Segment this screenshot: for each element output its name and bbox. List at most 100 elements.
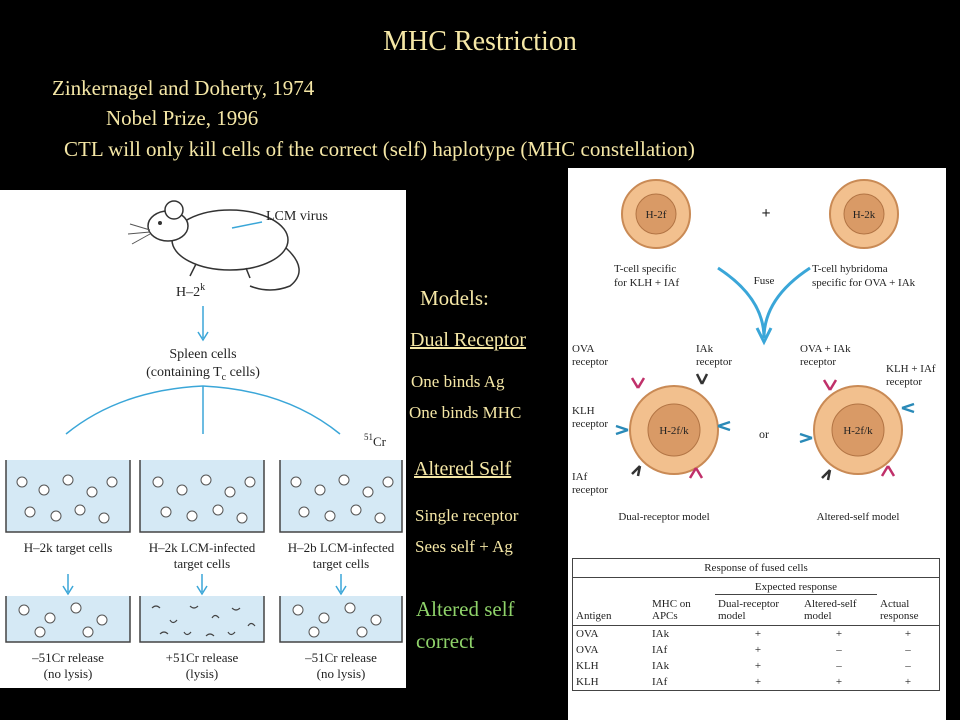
release-label: –51Cr release <box>31 650 104 665</box>
table-cell: KLH <box>576 660 599 672</box>
result-arrows <box>62 574 347 596</box>
well-label: target cells <box>174 556 230 571</box>
dual-receptor-line: One binds Ag <box>411 372 505 391</box>
hybrid-haplotype: H-2f/k <box>843 425 873 437</box>
lysed-debris <box>151 605 256 637</box>
restriction-statement: CTL will only kill cells of the correct … <box>64 137 695 161</box>
fuse-label: Fuse <box>754 275 775 287</box>
receptor-label: KLH <box>572 405 595 417</box>
receptor-label: OVA + IAk <box>800 343 851 355</box>
lysis-outcome: (no lysis) <box>44 666 93 681</box>
experiment-diagram: LCM virus H–2k Spleen cells (containing … <box>5 200 403 681</box>
lysis-outcome: (lysis) <box>186 666 219 681</box>
dual-receptor-heading: Dual Receptor <box>410 329 527 351</box>
well-label: H–2k LCM-infected <box>149 540 256 555</box>
receptor-label: receptor <box>886 376 922 388</box>
table-cell: OVA <box>576 644 599 656</box>
model-caption: Dual-receptor model <box>618 511 709 523</box>
well-label: target cells <box>313 556 369 571</box>
table-cell: IAk <box>652 628 670 640</box>
experiment-figure: LCM virus H–2k Spleen cells (containing … <box>0 190 406 688</box>
models-figure: H-2f + H-2k T-cell specific for KLH + IA… <box>568 168 946 720</box>
column-header: Antigen <box>576 610 612 622</box>
receptor-label: receptor <box>572 356 608 368</box>
spleen-label: Spleen cells <box>169 347 236 362</box>
altered-self-line: Single receptor <box>415 506 519 525</box>
table-cell: – <box>836 660 842 672</box>
table-cell: + <box>754 660 762 672</box>
column-header: MHC on APCs <box>652 597 691 622</box>
virus-label: LCM virus <box>266 209 328 224</box>
well-row-bottom <box>5 596 403 643</box>
tcell-label: T-cell hybridoma <box>812 263 888 275</box>
models-diagram: H-2f + H-2k T-cell specific for KLH + IA… <box>572 179 936 523</box>
altered-self-line: Sees self + Ag <box>415 537 513 556</box>
table-cell: + <box>754 644 762 656</box>
response-table: Response of fused cells Expected respons… <box>572 558 940 691</box>
table-cell: – <box>905 644 911 656</box>
conclusion-line: correct <box>416 629 475 653</box>
hybrid-haplotype: H-2f/k <box>659 425 689 437</box>
table-cell: – <box>905 660 911 672</box>
table-cell: IAf <box>652 676 668 688</box>
table-cell: – <box>836 644 842 656</box>
tcell-label: specific for OVA + IAk <box>812 277 916 289</box>
receptor-label: receptor <box>800 356 836 368</box>
table-cell: + <box>754 676 762 688</box>
injection-arrow <box>231 221 263 229</box>
mouse-icon <box>127 200 300 291</box>
cell-haplotype: H-2k <box>853 209 876 221</box>
conclusion-line: Altered self <box>416 597 515 621</box>
expected-response-header: Expected response <box>715 577 877 595</box>
dual-receptor-line: One binds MHC <box>409 403 522 422</box>
receptor-label: IAk <box>696 343 714 355</box>
altered-self-heading: Altered Self <box>414 458 512 480</box>
column-header: Altered-self model <box>804 598 857 622</box>
receptor-label: receptor <box>696 356 732 368</box>
release-label: +51Cr release <box>166 650 239 665</box>
column-header: Actual response <box>880 597 919 622</box>
table-row: KLH IAf + + + <box>573 674 940 691</box>
table-row: OVA IAk + + + <box>573 626 940 643</box>
receptor-icon <box>799 379 915 481</box>
receptor-label: receptor <box>572 484 608 496</box>
well-label: H–2b LCM-infected <box>288 540 395 555</box>
fuse-arrow <box>717 266 811 346</box>
model-caption: Altered-self model <box>817 511 900 523</box>
table-cell: KLH <box>576 676 599 688</box>
prize-line: Nobel Prize, 1996 <box>106 106 259 130</box>
receptor-label: OVA <box>572 343 594 355</box>
or-label: or <box>759 427 769 441</box>
models-label: Models: <box>420 286 489 310</box>
table-caption: Response of fused cells <box>572 558 940 578</box>
parent-cell <box>621 179 691 249</box>
well-label: H–2k target cells <box>24 540 113 555</box>
mouse-haplotype: H–2k <box>176 282 205 300</box>
target-cells <box>16 474 394 524</box>
receptor-label: KLH + IAf <box>886 363 936 375</box>
column-header: Dual-receptor model <box>718 598 780 622</box>
table-cell: OVA <box>576 628 599 640</box>
table-cell: + <box>904 628 912 640</box>
author-line: Zinkernagel and Doherty, 1974 <box>52 76 315 100</box>
hybrid-cell <box>813 385 903 475</box>
receptor-label: receptor <box>572 418 608 430</box>
plus-sign: + <box>761 205 770 222</box>
cell-haplotype: H-2f <box>646 209 667 221</box>
hybrid-cell <box>629 385 719 475</box>
receptor-label: IAf <box>572 471 588 483</box>
intact-cells <box>18 602 382 638</box>
chromium-label: 51Cr <box>364 432 387 449</box>
release-label: –51Cr release <box>304 650 377 665</box>
slide-title: MHC Restriction <box>383 26 577 57</box>
spleen-sublabel: (containing Tc cells) <box>146 365 260 383</box>
table-cell: + <box>835 676 843 688</box>
parent-cell <box>829 179 899 249</box>
table-cell: IAk <box>652 660 670 672</box>
table-cell: + <box>754 628 762 640</box>
distribution-arrows <box>65 385 341 435</box>
table-cell: + <box>904 676 912 688</box>
table-row: OVA IAf + – – <box>573 642 940 658</box>
receptor-icon <box>615 373 731 479</box>
tcell-label: T-cell specific <box>614 263 676 275</box>
